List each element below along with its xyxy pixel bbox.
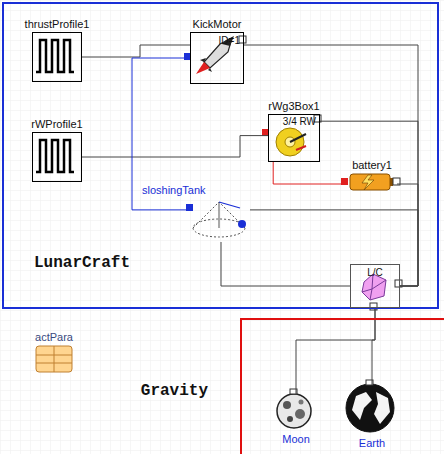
connection-wire (244, 45, 418, 286)
earth-symbol (346, 384, 394, 432)
pulse-symbol (36, 140, 74, 172)
moon-symbol (277, 394, 311, 428)
component-label: LunarCraft (34, 254, 130, 272)
reaction-wheel-box: rWg3Box13/4 RW (268, 114, 320, 162)
tank-box: sloshingTank (192, 198, 250, 242)
earth-body: Earth (347, 385, 397, 435)
component-label: rWProfile1 (31, 118, 82, 131)
connection-wire (273, 162, 347, 184)
tank-symbol (193, 202, 246, 237)
connection-wire (82, 45, 190, 57)
component-label: KickMotor (193, 18, 242, 31)
component-label: sloshingTank (142, 184, 206, 197)
motor-box: KickMotorID=1 (190, 32, 244, 84)
parameter-table-symbol (36, 346, 72, 372)
component-label: Moon (282, 433, 310, 446)
battery-box: battery1 (347, 174, 397, 194)
connection-wire (320, 121, 418, 286)
frame-gravity: GravityMoonEarth (240, 318, 444, 454)
component-label: battery1 (352, 159, 392, 172)
pulse-symbol (36, 40, 74, 72)
moon-body: Moon (278, 395, 314, 431)
dynamics-box: L/C (350, 264, 400, 308)
wheel-symbol (276, 128, 306, 156)
battery-symbol (350, 174, 393, 190)
connection-wire (250, 210, 418, 286)
component-label: Earth (359, 437, 385, 450)
connection-wire (82, 136, 268, 157)
component-label: rWg3Box1 (268, 100, 319, 113)
connection-wire (221, 242, 350, 286)
frame-lunarcraft: LunarCraftthrustProfile1KickMotorID=1rWP… (2, 2, 439, 309)
connection-wire (296, 308, 375, 395)
signal-source-box: rWProfile1 (32, 132, 82, 182)
component-label: L/C (367, 267, 383, 278)
component-parameter: 3/4 RW (283, 116, 316, 127)
component-label: thrustProfile1 (25, 18, 90, 31)
component-label: Gravity (141, 382, 208, 400)
parameter-box: actPara (36, 346, 72, 372)
port-square (239, 36, 246, 43)
signal-source-box: thrustProfile1 (32, 32, 82, 82)
component-label: actPara (35, 331, 73, 344)
connection-wire (397, 184, 418, 286)
component-parameter: ID=1 (219, 35, 240, 46)
